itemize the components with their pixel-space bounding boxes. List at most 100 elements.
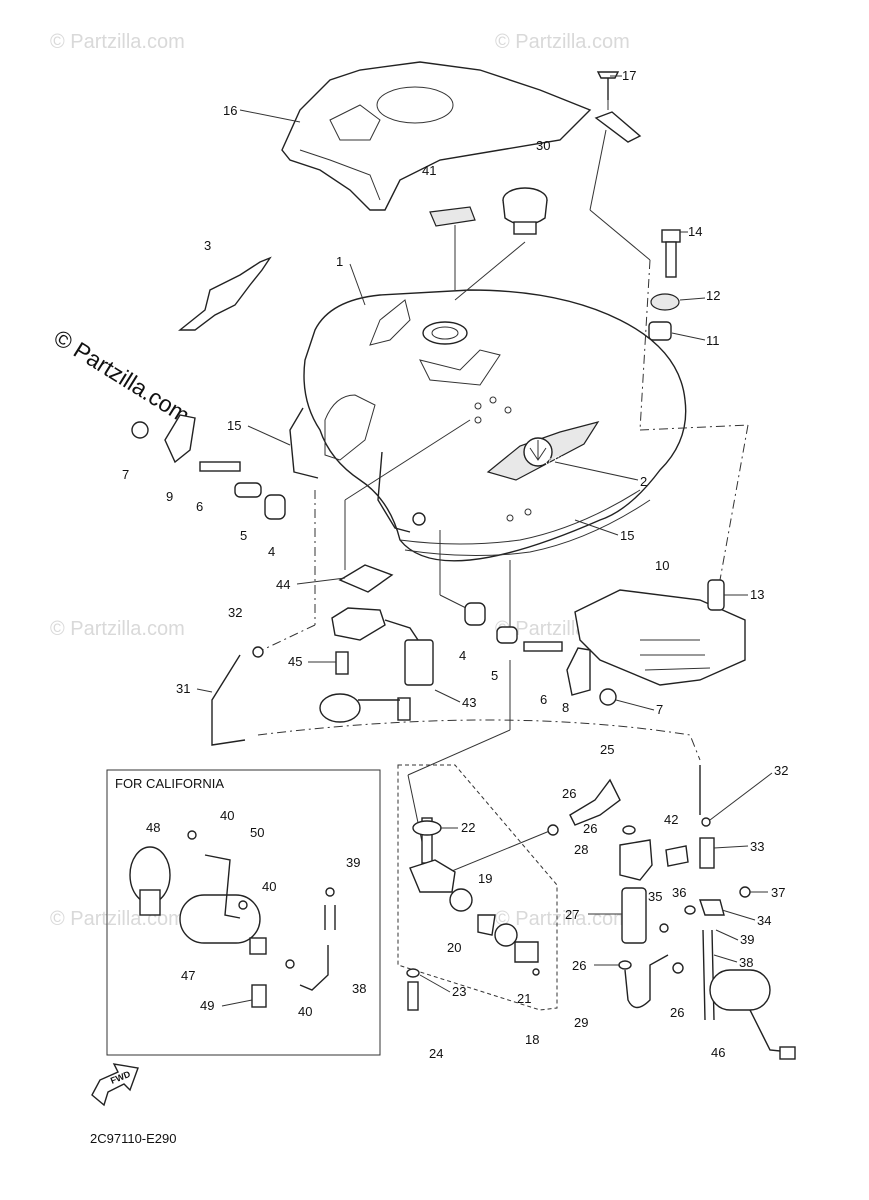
watermark: © Partzilla.com	[495, 31, 630, 53]
fuel-filter-assembly	[547, 765, 796, 1060]
callout: 37	[771, 885, 785, 900]
collar-part-5b	[496, 626, 518, 644]
callout: 11	[706, 333, 720, 348]
callout: 40	[298, 1004, 312, 1019]
bracket-part-3	[178, 256, 272, 331]
callout: 4	[459, 648, 466, 663]
callout: 39	[346, 855, 360, 870]
callout: 3	[204, 238, 211, 253]
callout: 50	[250, 825, 264, 840]
callout: 10	[655, 558, 669, 573]
callout: 23	[452, 984, 466, 999]
callout: 30	[536, 138, 550, 153]
callout: 7	[656, 702, 663, 717]
callout: 4	[268, 544, 275, 559]
sender-bracket-part-43	[331, 607, 386, 641]
fuel-cap-part-30	[502, 187, 548, 235]
callout: 28	[574, 842, 588, 857]
collar-part-5	[234, 482, 262, 498]
callout: 21	[517, 991, 531, 1006]
watermark: © Partzilla.com	[495, 908, 630, 930]
callout: 45	[288, 654, 302, 669]
callout: 17	[622, 68, 636, 83]
callout: 6	[196, 499, 203, 514]
callout: 29	[574, 1015, 588, 1030]
grommet-part-11	[648, 321, 672, 341]
hose-part-31	[211, 654, 246, 746]
callout: 26	[562, 786, 576, 801]
gasket-part-44	[338, 564, 394, 593]
callout: 15	[227, 418, 241, 433]
callout: 34	[757, 913, 771, 928]
damper-part-4	[264, 494, 286, 520]
callout: 46	[711, 1045, 725, 1060]
callout: 41	[422, 163, 436, 178]
damper-part-4b	[464, 602, 486, 626]
callout: 33	[750, 839, 764, 854]
callout: 38	[739, 955, 753, 970]
callout: 42	[664, 812, 678, 827]
callout: 40	[262, 879, 276, 894]
callout-labels: 16 17 30 41 14 12 11 3 1 15 7 9 6 5 4 2 …	[122, 68, 788, 1061]
bolt-part-6	[199, 461, 241, 472]
bolt-part-14	[661, 229, 681, 278]
callout: 13	[750, 587, 764, 602]
bracket-part-9	[164, 414, 196, 464]
callout: 9	[166, 489, 173, 504]
collar-part-13	[707, 579, 725, 611]
tank-top-cover	[281, 61, 592, 211]
washer-part-12	[650, 293, 680, 311]
callout: 5	[240, 528, 247, 543]
callout: 5	[491, 668, 498, 683]
bolt-part-45	[335, 651, 349, 675]
petcock-assembly	[397, 764, 558, 1011]
clamp-part-32a	[252, 646, 264, 658]
callout: 32	[228, 605, 242, 620]
fuel-tank: V-Star	[303, 289, 687, 562]
callout: 18	[525, 1032, 539, 1047]
callout: 44	[276, 577, 290, 592]
california-inset: FOR CALIFORNIA	[106, 769, 381, 1056]
watermark-diagonal: © Partzilla.com	[49, 324, 194, 428]
callout: 27	[565, 907, 579, 922]
watermark: © Partzilla.com	[50, 31, 185, 53]
callout: 35	[648, 889, 662, 904]
callout: 36	[672, 885, 686, 900]
watermark: © Partzilla.com	[50, 908, 185, 930]
callout: 32	[774, 763, 788, 778]
callout: 2	[640, 474, 647, 489]
callout: 47	[181, 968, 195, 983]
callout: 40	[220, 808, 234, 823]
collar-part-7b	[599, 688, 617, 706]
callout: 26	[572, 958, 586, 973]
california-box-title: FOR CALIFORNIA	[115, 776, 224, 791]
hose-part-15-left	[289, 407, 319, 479]
callout: 24	[429, 1046, 443, 1061]
callout: 7	[122, 467, 129, 482]
forward-arrow-icon: FWD	[91, 1063, 139, 1107]
callout: 48	[146, 820, 160, 835]
fuel-sender-part-43	[319, 619, 434, 723]
bolt-part-6b	[523, 641, 563, 652]
bracket-part-8	[566, 647, 591, 696]
callout: 43	[462, 695, 476, 710]
callout: 19	[478, 871, 492, 886]
hose-part-15-right	[377, 451, 411, 533]
callout: 20	[447, 940, 461, 955]
callout: 38	[352, 981, 366, 996]
callout: 14	[688, 224, 702, 239]
callout: 15	[620, 528, 634, 543]
callout: 6	[540, 692, 547, 707]
callout: 25	[600, 742, 614, 757]
callout: 26	[670, 1005, 684, 1020]
callout: 39	[740, 932, 754, 947]
label-part-41	[429, 206, 476, 227]
callout: 1	[336, 254, 343, 269]
callout: 12	[706, 288, 720, 303]
callout: 16	[223, 103, 237, 118]
watermark: © Partzilla.com	[50, 618, 185, 640]
callout: 31	[176, 681, 190, 696]
callout: 26	[583, 821, 597, 836]
callout: 49	[200, 998, 214, 1013]
